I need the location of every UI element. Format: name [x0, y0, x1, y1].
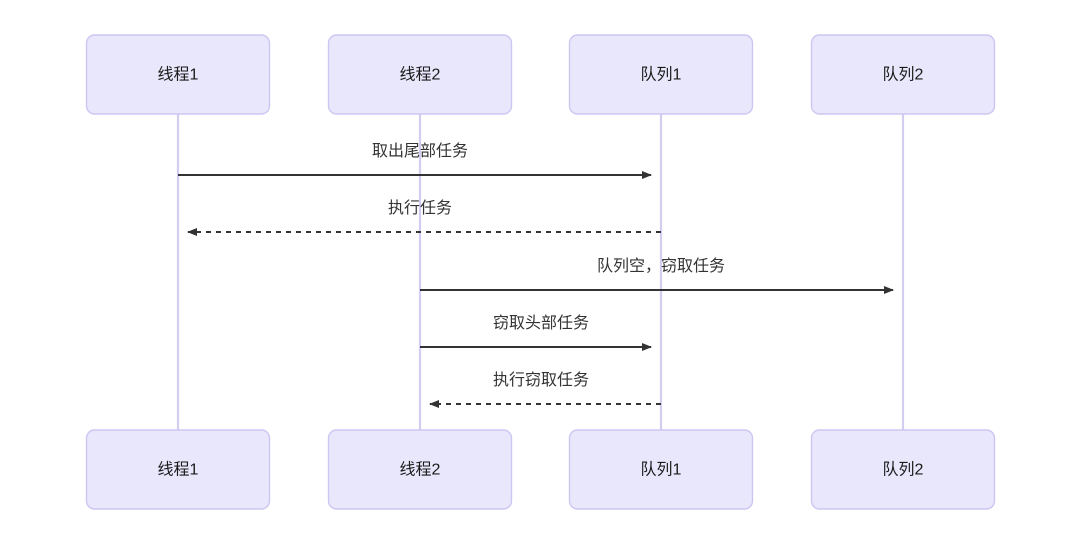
actor-box-bottom-label: 线程1	[158, 461, 199, 479]
actor-box-bottom-label: 队列1	[641, 461, 682, 479]
actor-box-top-queue1[interactable]: 队列1	[568, 34, 754, 115]
actor-box-bottom-thread1-b[interactable]: 线程1	[85, 429, 271, 510]
actor-box-top-rect	[85, 34, 271, 115]
message-m2[interactable]: 执行任务	[187, 199, 661, 236]
actor-box-bottom-rect	[568, 429, 754, 510]
message-m5[interactable]: 执行窃取任务	[429, 371, 661, 408]
message-label-m4: 窃取头部任务	[493, 314, 589, 332]
actor-box-top-thread1[interactable]: 线程1	[85, 34, 271, 115]
actor-box-top-label: 线程2	[400, 66, 441, 84]
actor-box-bottom-label: 线程2	[400, 461, 441, 479]
actor-box-top-thread2[interactable]: 线程2	[327, 34, 513, 115]
message-label-m3: 队列空，窃取任务	[597, 257, 725, 275]
actor-box-top-rect	[327, 34, 513, 115]
actor-box-bottom-rect	[810, 429, 996, 510]
actor-box-top-label: 队列1	[641, 66, 682, 84]
actor-box-bottom-label: 队列2	[883, 461, 924, 479]
message-m1[interactable]: 取出尾部任务	[178, 142, 652, 179]
actor-box-bottom-queue1-b[interactable]: 队列1	[568, 429, 754, 510]
actor-box-bottom-queue2-b[interactable]: 队列2	[810, 429, 996, 510]
actor-box-top-queue2[interactable]: 队列2	[810, 34, 996, 115]
actor-box-bottom-rect	[85, 429, 271, 510]
actor-box-bottom-rect	[327, 429, 513, 510]
message-m3[interactable]: 队列空，窃取任务	[420, 257, 894, 294]
message-label-m1: 取出尾部任务	[372, 142, 468, 160]
actor-box-top-rect	[810, 34, 996, 115]
actor-box-top-rect	[568, 34, 754, 115]
message-label-m5: 执行窃取任务	[493, 371, 589, 389]
actor-box-bottom-thread2-b[interactable]: 线程2	[327, 429, 513, 510]
message-label-m2: 执行任务	[388, 199, 452, 217]
top-actor-boxes: 线程1 线程2 队列1 队列2	[85, 34, 996, 115]
actor-box-top-label: 队列2	[883, 66, 924, 84]
lifelines-layer	[176, 114, 905, 430]
actor-box-top-label: 线程1	[158, 66, 199, 84]
message-m4[interactable]: 窃取头部任务	[420, 314, 652, 351]
bottom-actor-boxes: 线程1 线程2 队列1 队列2	[85, 429, 996, 510]
